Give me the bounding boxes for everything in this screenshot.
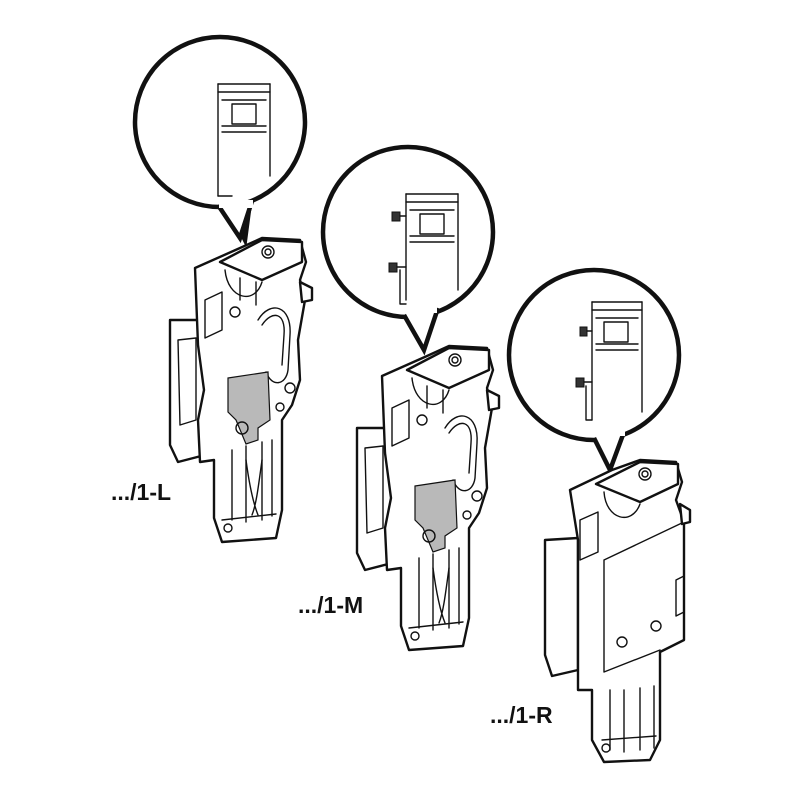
detail-bubble-left [132,34,308,248]
detail-bubble-middle [320,144,496,356]
bubble-middle-detail-drawing [388,193,459,305]
connector-right [543,458,692,764]
bubble-left-detail-drawing [217,83,271,197]
bubble-right-detail-drawing [575,301,643,421]
variant-label-right: .../1-R [490,702,553,728]
connector-left [168,236,314,544]
variant-label-middle: .../1-M [298,592,363,618]
connector-middle [355,344,501,652]
variant-label-left: .../1-L [111,479,171,505]
detail-bubble-right [506,267,682,476]
